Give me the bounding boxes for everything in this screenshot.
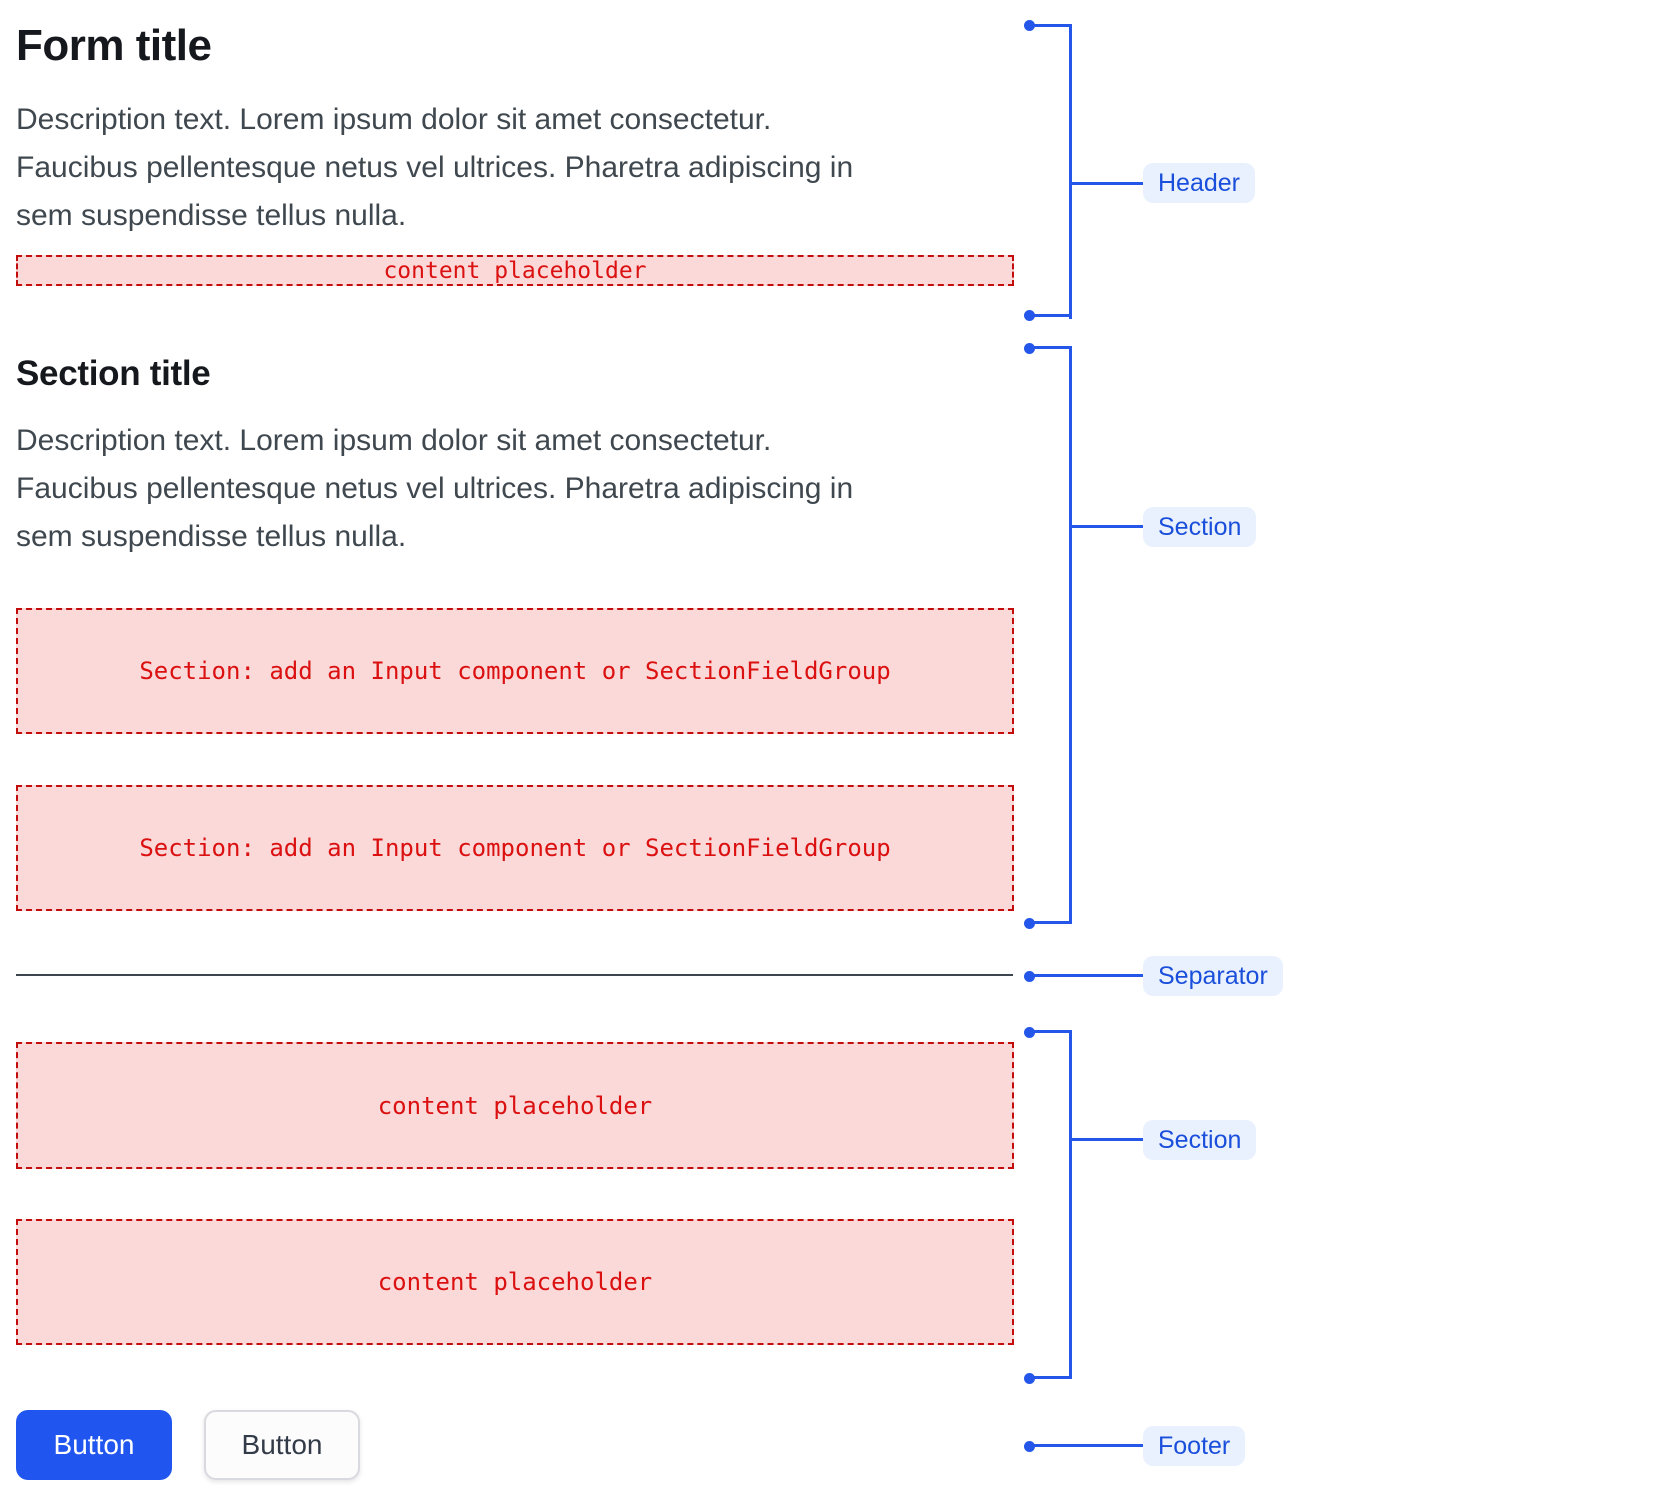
placeholder-text: content placeholder bbox=[383, 257, 647, 284]
placeholder-text: content placeholder bbox=[377, 1268, 653, 1296]
section-input-slot: Section: add an Input component or Secti… bbox=[16, 608, 1014, 734]
primary-button[interactable]: Button bbox=[16, 1410, 172, 1480]
connector-line bbox=[1072, 1138, 1143, 1141]
placeholder-text: content placeholder bbox=[377, 1091, 653, 1120]
bracket-line bbox=[1029, 314, 1072, 317]
annotation-label-footer: Footer bbox=[1143, 1426, 1246, 1466]
form-description: Description text. Lorem ipsum dolor sit … bbox=[16, 103, 854, 232]
anchor-dot bbox=[1024, 1441, 1035, 1452]
bracket-line bbox=[1029, 1030, 1072, 1033]
bracket-line bbox=[1069, 346, 1072, 924]
bracket-line bbox=[1069, 24, 1072, 319]
section-description: Description text. Lorem ipsum dolor sit … bbox=[16, 424, 854, 553]
annotation-label-header: Header bbox=[1143, 163, 1255, 203]
anchor-dot bbox=[1024, 971, 1035, 982]
placeholder-text: Section: add an Input component or Secti… bbox=[139, 834, 891, 862]
connector-line bbox=[1072, 525, 1143, 528]
section-content-placeholder: content placeholder bbox=[16, 1042, 1014, 1169]
bracket-line bbox=[1029, 346, 1072, 349]
annotation-label-section: Section bbox=[1143, 507, 1257, 547]
bracket-line bbox=[1029, 24, 1072, 27]
anchor-dot bbox=[1024, 1373, 1035, 1384]
separator-line bbox=[16, 974, 1013, 976]
annotation-label-separator: Separator bbox=[1143, 956, 1283, 996]
bracket-line bbox=[1029, 1376, 1072, 1379]
form-title: Form title bbox=[16, 21, 212, 70]
connector-line bbox=[1034, 1444, 1143, 1447]
section-content-placeholder: content placeholder bbox=[16, 1219, 1014, 1345]
connector-line bbox=[1034, 974, 1143, 977]
anchor-dot bbox=[1024, 310, 1035, 321]
connector-line bbox=[1072, 182, 1143, 185]
bracket-line bbox=[1029, 921, 1072, 924]
anchor-dot bbox=[1024, 918, 1035, 929]
annotation-label-section: Section bbox=[1143, 1120, 1257, 1160]
secondary-button[interactable]: Button bbox=[204, 1410, 360, 1480]
header-content-placeholder: content placeholder bbox=[16, 255, 1014, 286]
section-title: Section title bbox=[16, 354, 211, 393]
bracket-line bbox=[1069, 1030, 1072, 1379]
placeholder-text: Section: add an Input component or Secti… bbox=[139, 657, 891, 685]
section-input-slot: Section: add an Input component or Secti… bbox=[16, 785, 1014, 911]
